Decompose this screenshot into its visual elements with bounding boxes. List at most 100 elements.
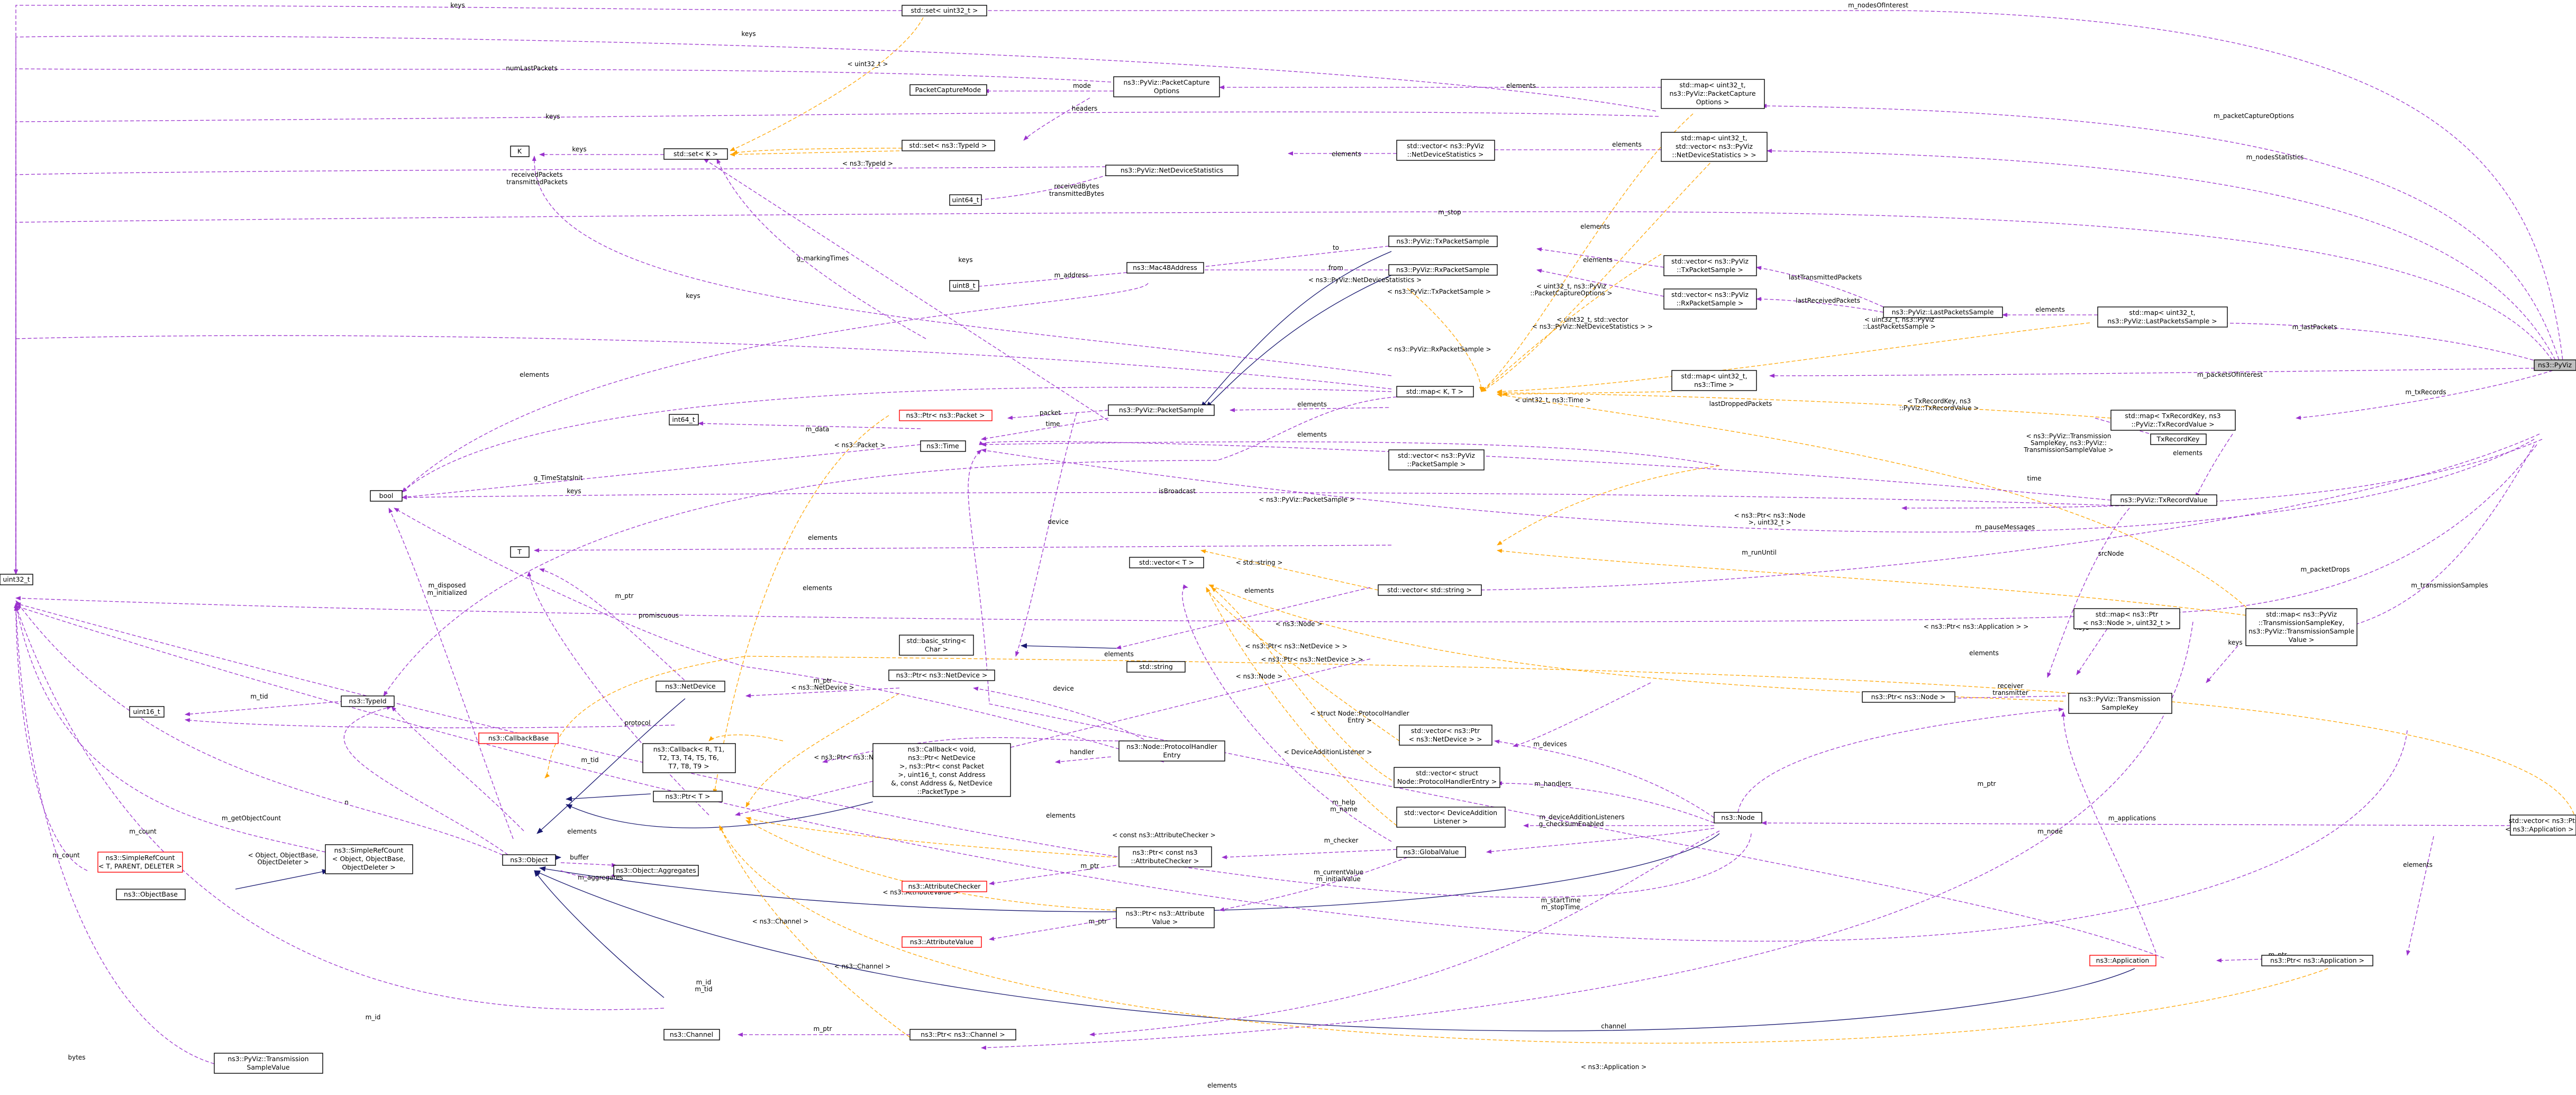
edge-handler <box>1055 756 1112 764</box>
edge-setuint32-tmpl <box>730 17 924 151</box>
node-tx-packet-sample[interactable]: ns3::PyViz::TxPacketSample <box>1388 236 1498 247</box>
node-map-netdevice-statistics[interactable]: std::map< uint32_t, std::vector< ns3::Py… <box>1661 132 1768 162</box>
node-pyviz[interactable]: ns3::PyViz <box>2534 359 2576 371</box>
node-vec-tx[interactable]: std::vector< ns3::PyViz ::TxPacketSample… <box>1663 255 1757 276</box>
node-tx-record-value[interactable]: ns3::PyViz::TxRecordValue <box>2110 494 2217 506</box>
node-vec-ptr-netdevice[interactable]: std::vector< ns3::Ptr < ns3::NetDevice >… <box>1399 725 1492 746</box>
svg-text:ns3::PyViz::PacketCapture: ns3::PyViz::PacketCapture <box>1123 78 1209 86</box>
node-set-k[interactable]: std::set< K > <box>663 148 728 160</box>
node-simple-ref-count[interactable]: ns3::SimpleRefCount < T, PARENT, DELETER… <box>97 852 183 873</box>
node-global-value[interactable]: ns3::GlobalValue <box>1396 846 1466 858</box>
svg-text:std::map< uint32_t,: std::map< uint32_t, <box>1681 134 1747 142</box>
node-set-typeid[interactable]: std::set< ns3::TypeId > <box>902 140 995 151</box>
node-set-uint32[interactable]: std::set< uint32_t > <box>902 5 987 16</box>
node-ptr-packet[interactable]: ns3::Ptr< ns3::Packet > <box>899 410 993 421</box>
node-ptr-t[interactable]: ns3::Ptr< T > <box>653 791 723 802</box>
node-string[interactable]: std::string <box>1126 661 1186 673</box>
node-node[interactable]: ns3::Node <box>1714 812 1762 823</box>
svg-text:::AttributeChecker >: ::AttributeChecker > <box>1131 857 1199 865</box>
label-lastpackets-elements: elements <box>2035 306 2065 313</box>
node-vec-string[interactable]: std::vector< std::string > <box>1378 584 1482 596</box>
node-uint16[interactable]: uint16_t <box>129 706 165 718</box>
node-ptr-application[interactable]: ns3::Ptr< ns3::Application > <box>2261 955 2373 966</box>
label-packet: packet <box>1040 409 1061 417</box>
node-pcap-mode[interactable]: PacketCaptureMode <box>909 84 987 96</box>
node-object[interactable]: ns3::Object <box>502 854 556 866</box>
label-tmpl-vecnds-1: < uint32_t, std::vector <box>1556 316 1628 323</box>
node-object-base[interactable]: ns3::ObjectBase <box>116 889 186 900</box>
svg-text:std::vector< DeviceAddition: std::vector< DeviceAddition <box>1404 809 1497 817</box>
node-k[interactable]: K <box>510 146 530 157</box>
node-ptr-netdevice[interactable]: ns3::Ptr< ns3::NetDevice > <box>888 669 995 681</box>
node-map-ptr-node-uint32[interactable]: std::map< ns3::Ptr < ns3::Node >, uint32… <box>2073 608 2180 629</box>
node-bool[interactable]: bool <box>370 490 403 502</box>
edge-time-record <box>979 441 2111 501</box>
node-ptr-attribute-value[interactable]: ns3::Ptr< ns3::Attribute Value > <box>1116 907 1215 928</box>
label-m-disposed-2: m_initialized <box>427 589 467 596</box>
svg-text:ns3::PyViz::Transmission: ns3::PyViz::Transmission <box>2079 695 2160 703</box>
node-map-transmission-sample[interactable]: std::map< ns3::PyViz ::TransmissionSampl… <box>2245 608 2357 646</box>
node-vec-rx[interactable]: std::vector< ns3::PyViz ::RxPacketSample… <box>1663 288 1757 310</box>
node-vec-device-addition-listener[interactable]: std::vector< DeviceAddition Listener > <box>1396 807 1506 828</box>
node-vec-ptr-application[interactable]: std::vector< ns3::Ptr < ns3::Application… <box>2505 815 2576 836</box>
node-vec-protocol-handler[interactable]: std::vector< struct Node::ProtocolHandle… <box>1394 767 1500 788</box>
node-callback-9[interactable]: ns3::Callback< R, T1, T2, T3, T4, T5, T6… <box>642 743 736 773</box>
node-vec-t[interactable]: std::vector< T > <box>1129 557 1204 568</box>
node-netdevice[interactable]: ns3::NetDevice <box>656 681 725 692</box>
node-application[interactable]: ns3::Application <box>2089 955 2156 966</box>
node-callback-base[interactable]: ns3::CallbackBase <box>478 732 559 744</box>
node-rx-packet-sample[interactable]: ns3::PyViz::RxPacketSample <box>1388 264 1498 276</box>
svg-text:std::map< uint32_t,: std::map< uint32_t, <box>1681 372 1747 380</box>
label-keys-5: keys <box>567 487 581 495</box>
node-uint64[interactable]: uint64_t <box>949 194 982 206</box>
svg-text:std::set< ns3::TypeId >: std::set< ns3::TypeId > <box>909 141 987 149</box>
node-netdevice-statistics[interactable]: ns3::PyViz::NetDeviceStatistics <box>1105 165 1239 176</box>
label-m-disposed-1: m_disposed <box>428 582 466 589</box>
edge-device <box>1015 412 1077 657</box>
node-callback-long[interactable]: ns3::Callback< void, ns3::Ptr< NetDevice… <box>872 743 1011 797</box>
node-typeid[interactable]: ns3::TypeId <box>341 695 395 707</box>
node-ptr-channel[interactable]: ns3::Ptr< ns3::Channel > <box>909 1029 1016 1040</box>
edge-channel-inherit <box>534 870 665 998</box>
node-uint32[interactable]: uint32_t <box>0 574 33 585</box>
edge-pcapoptions-tmpl <box>1481 254 1662 392</box>
node-map-pcap[interactable]: std::map< uint32_t, ns3::PyViz::PacketCa… <box>1661 79 1765 109</box>
node-t[interactable]: T <box>510 546 530 558</box>
svg-text:ns3::PyViz::LastPacketsSample: ns3::PyViz::LastPacketsSample <box>1892 308 1994 316</box>
node-last-packets-sample[interactable]: ns3::PyViz::LastPacketsSample <box>1883 306 2003 318</box>
node-packet-sample[interactable]: ns3::PyViz::PacketSample <box>1108 404 1215 416</box>
node-ptr-node[interactable]: ns3::Ptr< ns3::Node > <box>1862 691 1955 703</box>
edge-m-ptr-t <box>527 571 709 816</box>
node-transmission-sample-value[interactable]: ns3::PyViz::Transmission SampleValue <box>214 1053 323 1074</box>
label-m-start-1: m_startTime <box>1541 897 1580 904</box>
node-pcap-options[interactable]: ns3::PyViz::PacketCapture Options <box>1113 76 1220 97</box>
node-uint8[interactable]: uint8_t <box>949 280 979 292</box>
node-channel[interactable]: ns3::Channel <box>663 1029 720 1040</box>
node-object-aggregates[interactable]: ns3::Object::Aggregates <box>613 865 699 876</box>
node-protocol-handler-entry[interactable]: ns3::Node::ProtocolHandler Entry <box>1118 740 1225 762</box>
label-tmpl-ptrpacket: < ns3::Packet > <box>834 441 886 449</box>
node-map-tx-record[interactable]: std::map< TxRecordKey, ns3 ::PyViz::TxRe… <box>2110 410 2236 431</box>
node-basic-string[interactable]: std::basic_string< Char > <box>899 635 974 656</box>
node-attribute-checker[interactable]: ns3::AttributeChecker <box>902 881 987 892</box>
node-vec-packet-sample[interactable]: std::vector< ns3::PyViz ::PacketSample > <box>1388 449 1485 470</box>
svg-text:ns3::NetDevice: ns3::NetDevice <box>665 682 716 690</box>
node-simple-ref-count-object[interactable]: ns3::SimpleRefCount < Object, ObjectBase… <box>325 844 413 874</box>
node-attribute-value[interactable]: ns3::AttributeValue <box>902 936 982 948</box>
label-m-start-2: m_stopTime <box>1542 903 1580 911</box>
edge-time-stats-init <box>402 444 921 500</box>
label-tmpl-application: < ns3::Application > <box>1581 1063 1646 1071</box>
node-ptr-attribute-checker[interactable]: ns3::Ptr< const ns3 ::AttributeChecker > <box>1118 846 1212 867</box>
node-mac48[interactable]: ns3::Mac48Address <box>1126 262 1204 274</box>
node-vec-netdevice-statistics[interactable]: std::vector< ns3::PyViz ::NetDeviceStati… <box>1396 140 1495 161</box>
node-transmission-sample-key[interactable]: ns3::PyViz::Transmission SampleKey <box>2068 693 2172 714</box>
node-map-uint32-time[interactable]: std::map< uint32_t, ns3::Time > <box>1671 370 1757 391</box>
edge-m-help <box>1182 584 1392 842</box>
node-map-kt[interactable]: std::map< K, T > <box>1396 386 1474 397</box>
label-tmpl-netdevstats: < ns3::PyViz::NetDeviceStatistics > <box>1308 276 1422 284</box>
node-int64[interactable]: int64_t <box>669 414 699 426</box>
node-time[interactable]: ns3::Time <box>920 440 966 452</box>
node-tx-record-key[interactable]: TxRecordKey <box>2150 433 2207 445</box>
node-map-last-packets[interactable]: std::map< uint32_t, ns3::PyViz::LastPack… <box>2097 306 2228 328</box>
